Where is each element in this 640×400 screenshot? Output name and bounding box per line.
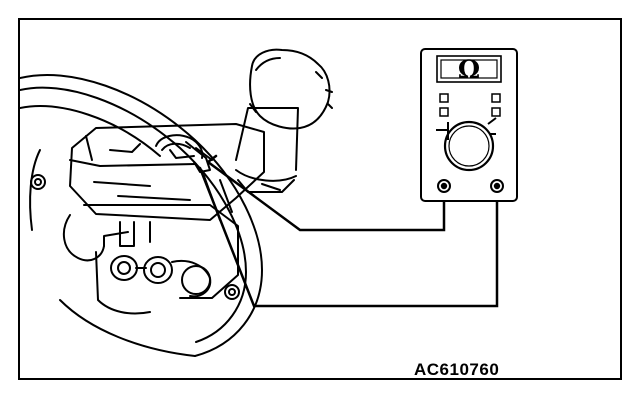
figure-code: AC610760 [414,360,500,379]
ohm-symbol: Ω [458,55,480,84]
test-lead-1 [206,160,446,232]
test-leads [198,154,499,308]
diagram-frame [18,18,622,380]
level-sensor-connector [155,134,213,173]
brake-booster [20,74,263,357]
master-cylinder [62,204,239,315]
reservoir-cap [235,48,333,193]
test-lead-2 [198,166,499,308]
ohmmeter [420,48,518,202]
